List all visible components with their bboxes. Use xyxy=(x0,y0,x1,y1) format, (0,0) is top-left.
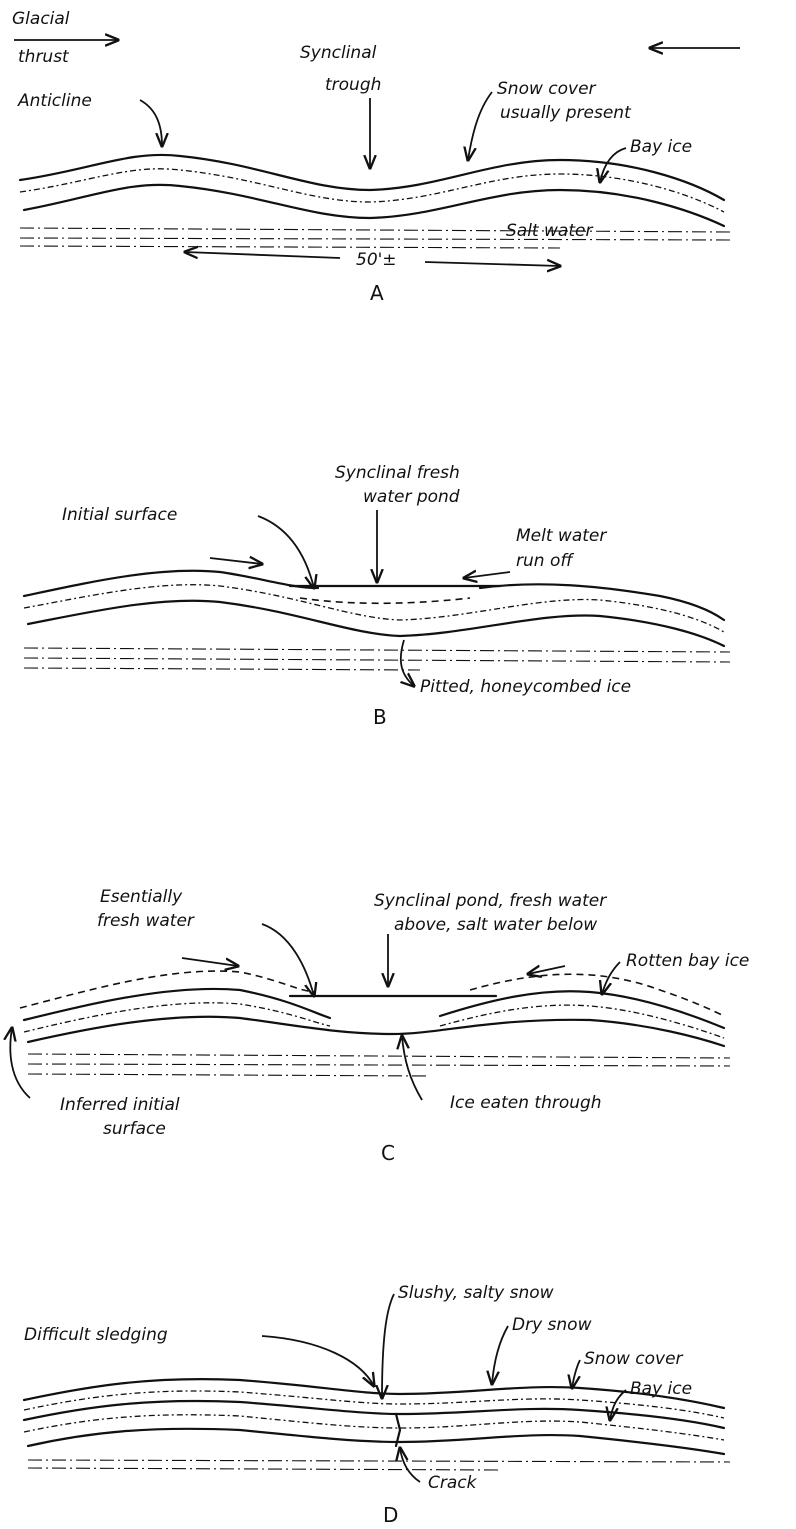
melt-water-label-2: run off xyxy=(516,551,574,571)
snow-cover-d-pointer xyxy=(572,1360,580,1388)
water-d-2 xyxy=(28,1468,500,1470)
snow-cover-label-2: usually present xyxy=(500,103,632,123)
bay-ice-label: Bay ice xyxy=(630,137,692,157)
water-c-3 xyxy=(28,1074,430,1076)
caption-d: D xyxy=(383,1503,398,1527)
inferred-pointer xyxy=(10,1028,30,1098)
salt-water-line-3 xyxy=(20,246,560,248)
glacial-thrust-label-1: Glacial xyxy=(12,9,70,29)
panel-d: Slushy, salty snow Difficult sledging Dr… xyxy=(24,1283,730,1527)
fresh-water-label-2: fresh water xyxy=(97,911,195,931)
initial-surface-label: Initial surface xyxy=(62,505,177,525)
pond-label-2: water pond xyxy=(363,487,460,507)
crack-pointer xyxy=(400,1448,420,1482)
dry-snow-pointer xyxy=(492,1326,508,1384)
water-d-1 xyxy=(28,1460,730,1462)
span-arrow-left xyxy=(185,252,340,258)
inferred-surface-left xyxy=(20,971,314,1008)
pond-c-label-1: Synclinal pond, fresh water xyxy=(374,891,607,911)
water-c-1 xyxy=(28,1054,730,1058)
pitted-label: Pitted, honeycombed ice xyxy=(420,677,631,697)
panel-a: Glacial thrust Synclinal trough Snow cov… xyxy=(12,9,740,305)
panel-b: Synclinal fresh water pond Initial surfa… xyxy=(24,463,730,729)
caption-c: C xyxy=(381,1141,395,1165)
pitted-pointer xyxy=(401,640,414,686)
caption-a: A xyxy=(370,281,384,305)
fresh-water-pointer xyxy=(262,924,314,996)
inferred-label-1: Inferred initial xyxy=(60,1095,180,1115)
snow-cover-d-label: Snow cover xyxy=(584,1349,684,1369)
anticline-pointer xyxy=(140,100,162,146)
span-arrow-right xyxy=(425,262,560,266)
eaten-label: Ice eaten through xyxy=(450,1093,602,1113)
water-b-2 xyxy=(24,658,730,662)
slushy-label: Slushy, salty snow xyxy=(398,1283,554,1303)
synclinal-trough-label-2: trough xyxy=(325,75,381,95)
crack-label: Crack xyxy=(428,1473,478,1493)
panel-c: Esentially fresh water Synclinal pond, f… xyxy=(10,887,749,1165)
ice-top-right-b xyxy=(480,584,724,620)
snow-cover-label-1: Snow cover xyxy=(497,79,597,99)
rotten-ice-label: Rotten bay ice xyxy=(626,951,749,971)
slushy-pointer xyxy=(382,1294,394,1398)
initial-surface-pointer xyxy=(258,516,314,588)
synclinal-trough-label-1: Synclinal xyxy=(300,43,377,63)
snow-cover-pointer xyxy=(468,92,492,160)
bay-ice-d-pointer xyxy=(610,1390,626,1420)
difficult-label: Difficult sledging xyxy=(24,1325,168,1345)
water-b-3 xyxy=(24,668,420,670)
glacial-thrust-label-2: thrust xyxy=(18,47,70,67)
eaten-pointer xyxy=(402,1036,422,1100)
melt-arrow-right xyxy=(210,558,262,564)
inferred-label-2: surface xyxy=(103,1119,166,1139)
ice-hatch-d xyxy=(24,1415,724,1440)
fresh-water-label-1: Esentially xyxy=(100,887,183,907)
ice-bottom-d xyxy=(28,1429,724,1454)
water-b-1 xyxy=(24,648,730,652)
ice-top-surface xyxy=(20,155,724,200)
melt-water-label-1: Melt water xyxy=(516,526,607,546)
thrust-arrow-left-c xyxy=(528,966,565,974)
thrust-arrow-right-c xyxy=(182,958,238,966)
salt-water-label: Salt water xyxy=(506,221,593,241)
ice-bottom-b xyxy=(28,601,724,646)
water-c-2 xyxy=(28,1064,730,1066)
salt-water-line-1 xyxy=(20,228,730,232)
dry-snow-label: Dry snow xyxy=(512,1315,592,1335)
anticline-label: Anticline xyxy=(17,91,92,111)
pond-c-label-2: above, salt water below xyxy=(394,915,597,935)
caption-b: B xyxy=(373,705,387,729)
ice-top-left-b xyxy=(24,571,318,596)
ice-bottom-c xyxy=(28,1017,724,1046)
melt-arrow-left xyxy=(464,572,510,578)
inferred-surface-right xyxy=(470,974,724,1016)
difficult-pointer xyxy=(262,1336,374,1386)
span-label: 50'± xyxy=(356,250,397,270)
pond-label-1: Synclinal fresh xyxy=(335,463,460,483)
ice-top-d xyxy=(24,1401,724,1428)
salt-water-line-2 xyxy=(20,238,730,240)
ice-hatch-b xyxy=(24,585,724,632)
pond-ice-dash-b xyxy=(300,598,470,603)
ice-bottom-surface xyxy=(24,185,724,226)
